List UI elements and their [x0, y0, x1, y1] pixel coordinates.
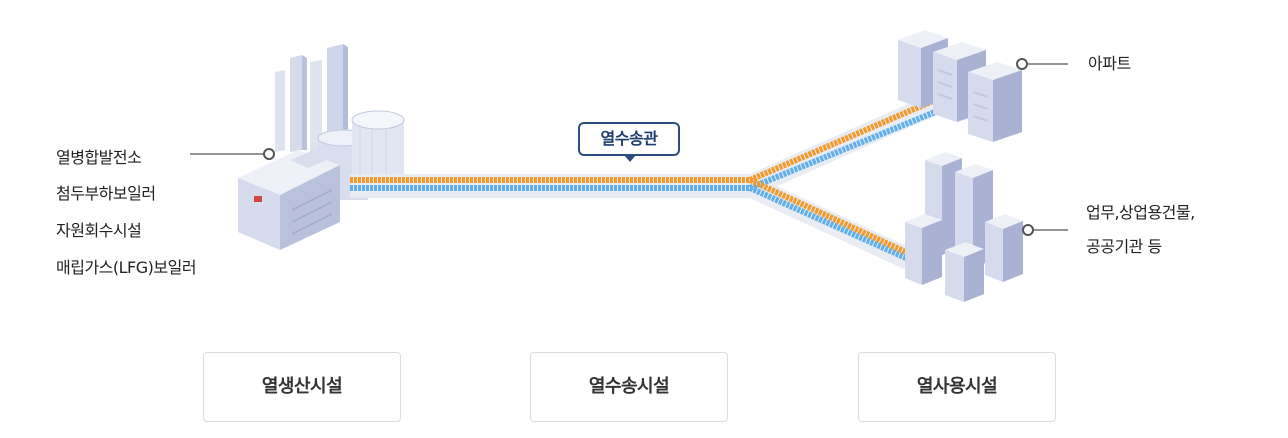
source-label-peak-load-boiler: 첨두부하보일러: [56, 184, 156, 203]
heat-pipes: [350, 93, 942, 272]
pipeline-tag: 열수송관: [578, 122, 680, 156]
source-label-lfg-boiler: 매립가스(LFG)보일러: [56, 258, 197, 277]
category-button-heat-transport[interactable]: 열수송시설: [530, 352, 728, 422]
commercial-buildings-illustration: [905, 152, 1023, 302]
dest-label-commercial-line1: 업무,상업용건물,: [1086, 203, 1195, 222]
dest-label-apartment: 아파트: [1088, 54, 1131, 73]
pipeline-tag-pointer: [624, 155, 636, 162]
source-label-resource-recovery: 자원회수시설: [56, 221, 142, 240]
apartment-illustration: [898, 30, 1022, 142]
category-button-heat-production[interactable]: 열생산시설: [203, 352, 401, 422]
power-plant-illustration: [238, 44, 405, 250]
category-button-heat-usage[interactable]: 열사용시설: [858, 352, 1056, 422]
dest-label-commercial-line2: 공공기관 등: [1086, 237, 1162, 256]
source-label-chp-plant: 열병합발전소: [56, 148, 142, 167]
callout-connectors: [190, 58, 1068, 236]
